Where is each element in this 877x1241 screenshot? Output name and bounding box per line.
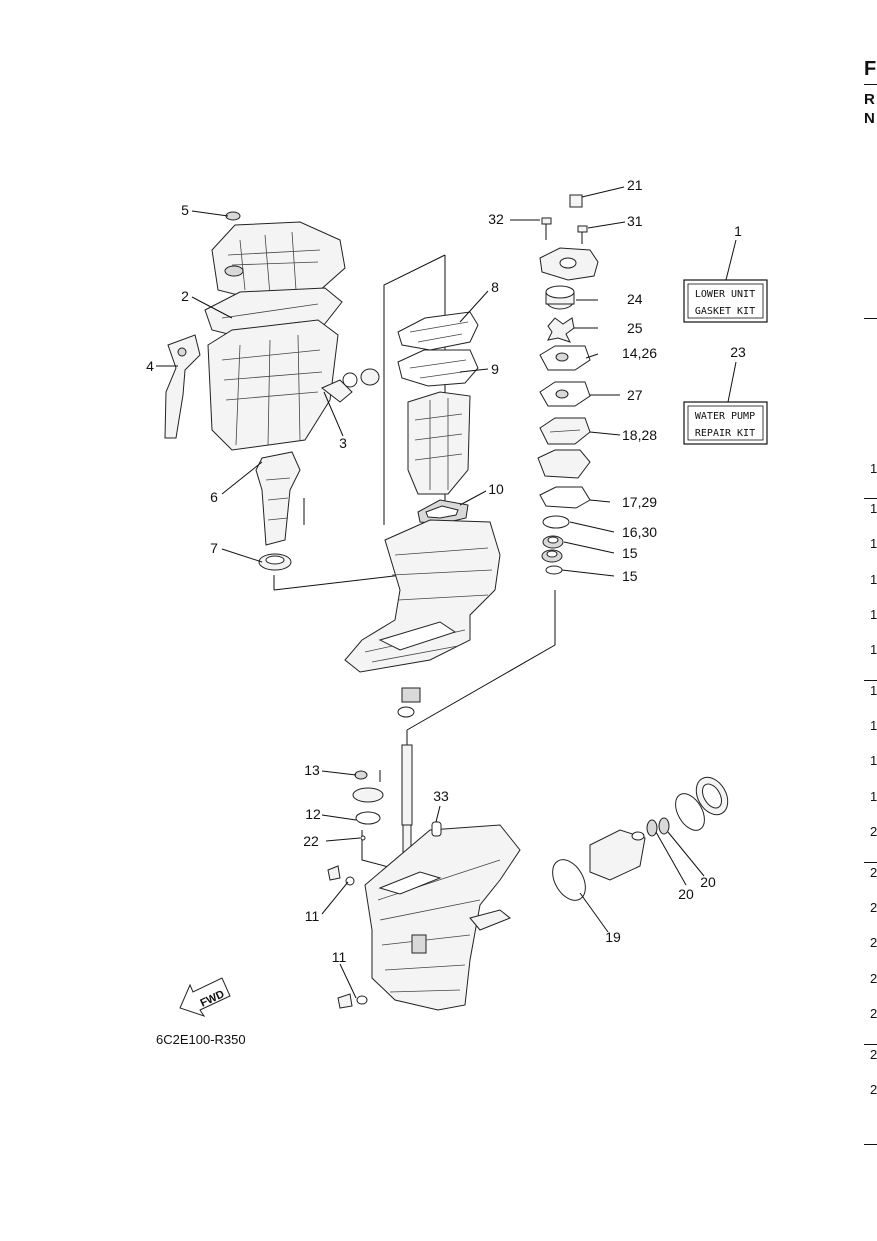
edge-number: 1 [870,461,877,476]
edge-number: 1 [870,789,877,804]
callout-10: 10 [488,481,504,497]
callout-22: 22 [303,833,319,849]
callout-14-26: 14,26 [622,345,657,361]
water-pump-kit-line2: REPAIR KIT [695,428,755,439]
callout-15-lower: 15 [622,568,638,584]
edge-letter-r: R [864,91,875,108]
drive-shaft-housing-illustration [255,451,305,571]
edge-number: 1 [870,607,877,622]
edge-number: 1 [870,718,877,733]
edge-rule-bottom [864,1144,877,1145]
edge-number: 2 [870,824,877,839]
callout-19: 19 [605,929,621,945]
callout-2: 2 [181,288,189,304]
callout-27: 27 [627,387,643,403]
edge-rule-c [864,680,877,681]
callout-leaders [156,186,737,999]
lower-unit-kit-line1: LOWER UNIT [695,289,755,300]
edge-rule-a [864,318,877,319]
callout-6: 6 [210,489,218,505]
callout-11-lower: 11 [332,949,347,965]
edge-number: 2 [870,1082,877,1097]
edge-number: 1 [870,501,877,516]
water-pump-repair-kit-box: WATER PUMP REPAIR KIT [683,401,768,445]
edge-number: 1 [870,642,877,657]
edge-rule-d [864,862,877,863]
edge-number: 2 [870,935,877,950]
edge-rule-b [864,498,877,499]
mid-housing-illustration [397,311,479,525]
edge-number: 1 [870,572,877,587]
edge-number: 2 [870,971,877,986]
callout-32: 32 [488,211,504,227]
fwd-arrow-icon: FWD [179,977,231,1017]
edge-number: 1 [870,753,877,768]
edge-number: 2 [870,865,877,880]
callout-17-29: 17,29 [622,494,657,510]
gearcase-illustration [327,744,729,1011]
callout-9: 9 [491,361,499,377]
edge-number: 1 [870,683,877,698]
callout-25: 25 [627,320,643,336]
edge-number: 2 [870,900,877,915]
callout-4: 4 [146,358,154,374]
edge-letter-f: F [864,58,877,80]
callout-1: 1 [734,223,742,239]
lower-unit-kit-line2: GASKET KIT [695,306,755,317]
callout-31: 31 [627,213,643,229]
callout-23: 23 [730,344,746,360]
callout-33: 33 [433,788,449,804]
callout-3: 3 [339,435,347,451]
upper-casing-illustration [164,211,380,451]
lower-unit-gasket-kit-box: LOWER UNIT GASKET KIT [683,279,768,323]
callout-7: 7 [210,540,218,556]
callout-15-upper: 15 [622,545,638,561]
callout-21: 21 [627,177,643,193]
callout-20-left: 20 [678,886,694,902]
edge-rule-top [864,84,877,85]
figure-code: 6C2E100-R350 [156,1032,246,1047]
edge-number: 2 [870,1047,877,1062]
callout-16-30: 16,30 [622,524,657,540]
callout-24: 24 [627,291,643,307]
callout-12: 12 [305,806,321,822]
callout-13: 13 [304,762,320,778]
callout-8: 8 [491,279,499,295]
edge-number: 2 [870,1006,877,1021]
callout-5: 5 [181,202,189,218]
edge-number: 1 [870,536,877,551]
water-pump-illustration [537,194,599,575]
callout-11-upper: 11 [305,908,320,924]
callout-20-right: 20 [700,874,716,890]
lower-casing-upper-illustration [344,519,501,718]
callout-labels: 1 2 3 4 5 6 7 8 9 10 11 11 12 13 14,26 1… [146,177,746,965]
edge-rule-e [864,1044,877,1045]
edge-letter-n: N [864,110,875,127]
water-pump-kit-line1: WATER PUMP [695,411,755,422]
callout-18-28: 18,28 [622,427,657,443]
